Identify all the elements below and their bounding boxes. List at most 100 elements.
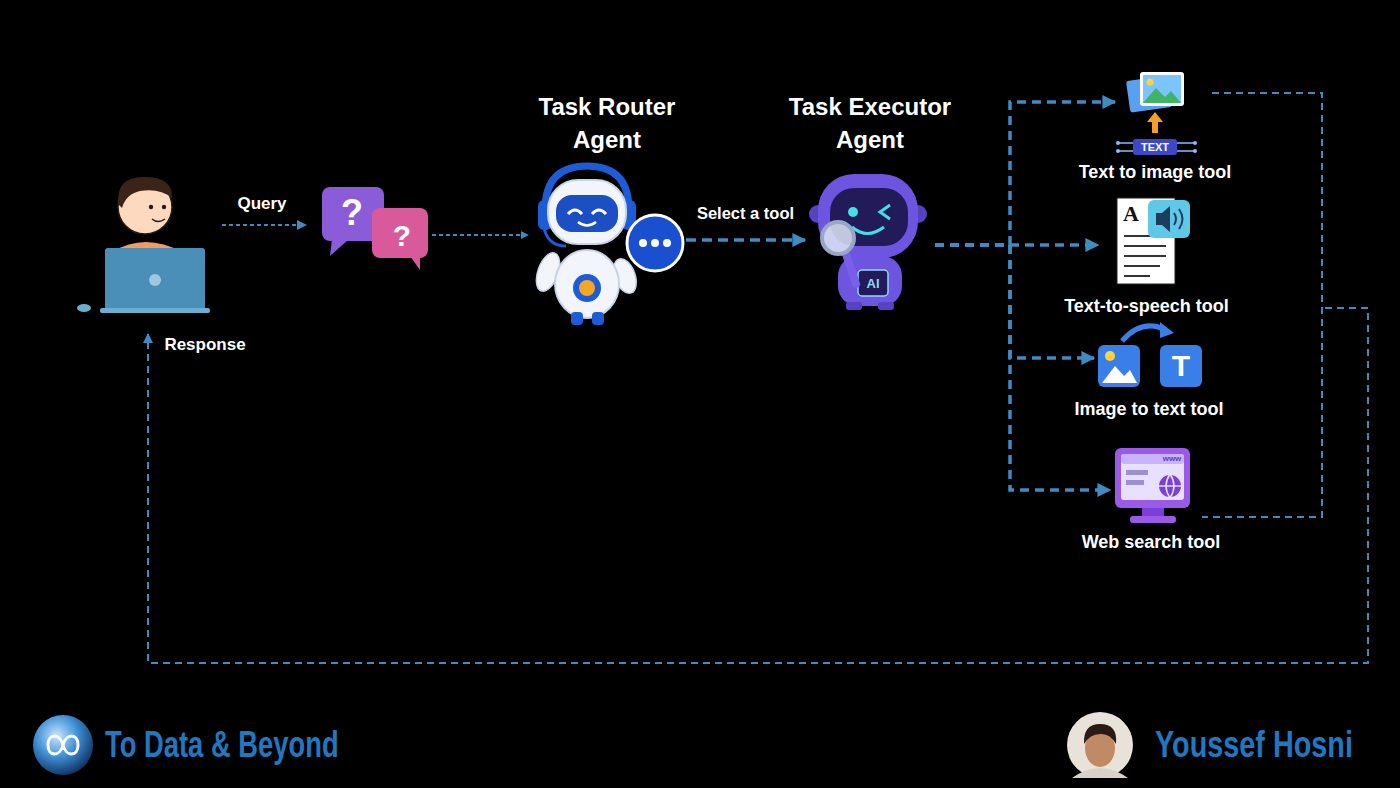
robot-eye: [568, 210, 582, 214]
icon-glyph: TEXT: [1141, 142, 1169, 153]
agent-title: Task Executor Agent: [780, 90, 960, 156]
question-bubble: [372, 208, 428, 258]
robot-visor: [556, 195, 618, 232]
flow-connector: [935, 102, 1115, 245]
circuit-dot: [1193, 149, 1197, 153]
user-eye: [162, 205, 166, 209]
document-page: [1117, 198, 1175, 284]
author-hair: [1084, 724, 1116, 744]
document-lines: [1124, 236, 1166, 276]
icon-glyph: AI: [867, 277, 880, 290]
convert-arrow-head: [1160, 322, 1174, 338]
agent-title: Task Router Agent: [517, 90, 697, 156]
speech-dot: [663, 239, 671, 247]
laptop-base: [100, 308, 210, 313]
robot-wink: [880, 205, 890, 219]
image-sun: [1147, 79, 1154, 86]
browser-bar: [1121, 454, 1184, 464]
tool-label: Web search tool: [1082, 531, 1221, 553]
ai-badge: [858, 270, 888, 296]
text-tile: [1160, 345, 1202, 387]
bubble-tail: [410, 255, 420, 270]
flow-connector: [686, 238, 805, 242]
tool-node: Web search tool: [1110, 446, 1192, 530]
speech-bubble: [627, 215, 683, 271]
robot-eye: [592, 210, 606, 214]
icon-glyph: www: [1163, 455, 1182, 463]
question-mark: ?: [341, 195, 363, 231]
icon-glyph: T: [1172, 351, 1190, 381]
infinity-symbol: [48, 736, 78, 754]
laptop-lid: [105, 248, 205, 310]
robot-leg: [571, 312, 583, 325]
image-frame: [1140, 72, 1184, 106]
flow-connector: [935, 243, 1098, 247]
author-name: Youssef Hosni: [1155, 727, 1353, 763]
tool-label: Image to text tool: [1074, 398, 1223, 420]
bubble-tail: [330, 239, 348, 256]
speaker-box: [1148, 200, 1190, 238]
robot-chest-light: [579, 280, 595, 296]
robot-leg: [878, 302, 894, 310]
tool-node: Image to text tool: [1094, 338, 1204, 390]
convert-arrow: [1122, 326, 1166, 341]
user-smile: [152, 219, 165, 222]
robot-head: [548, 180, 626, 244]
image-sky: [1143, 75, 1181, 103]
flow-label: Response: [164, 336, 245, 353]
question-mark: ?: [393, 221, 411, 251]
user-eye: [149, 205, 153, 209]
magnifier-lens: [822, 222, 854, 254]
image-tile: [1098, 345, 1140, 387]
tool-label: Text-to-speech tool: [1064, 295, 1229, 317]
monitor-base: [1130, 516, 1176, 523]
page-line: [1126, 470, 1148, 475]
monitor: [1115, 448, 1190, 508]
page-line: [1126, 480, 1144, 485]
edge-label: Select a tool: [697, 205, 794, 222]
circuit-dot: [1116, 141, 1120, 145]
flow-label: Query: [237, 195, 286, 212]
tool-node: Text to image tool: [1115, 72, 1195, 157]
robot-leg: [846, 302, 862, 310]
tool-label: Text to image tool: [1079, 161, 1232, 183]
sound-waves: [1174, 209, 1183, 229]
robot-leg: [592, 312, 604, 325]
flow-connector: [432, 234, 528, 236]
robot-head: [818, 174, 918, 258]
image-sun: [1105, 351, 1115, 361]
speech-dot: [639, 239, 647, 247]
flow-connector: [935, 245, 1110, 490]
icon-glyph: A: [1123, 203, 1139, 225]
robot-smile: [578, 222, 596, 226]
author-shirt: [1072, 768, 1128, 778]
author-avatar: [1067, 712, 1133, 778]
circuit-dot: [1193, 141, 1197, 145]
text-badge: [1133, 139, 1177, 155]
robot-body: [555, 250, 619, 318]
mouse: [77, 304, 91, 312]
response-arrow: [148, 308, 1368, 663]
robot-smile: [852, 227, 884, 234]
robot-mic: [544, 228, 566, 246]
query-arrow: [222, 224, 306, 226]
laptop-logo: [149, 274, 161, 286]
monitor-screen: [1121, 454, 1184, 500]
globe-lines: [1158, 474, 1182, 498]
speaker-symbol: [1156, 206, 1170, 232]
circuit-dot: [1116, 149, 1120, 153]
flow-connector: [935, 245, 1094, 358]
speech-dot: [651, 239, 659, 247]
brand-name: To Data & Beyond: [105, 727, 339, 763]
brand-logo: [33, 715, 93, 775]
magnifier-handle: [846, 254, 856, 284]
agent-node: Task Executor Agent: [805, 170, 935, 308]
robot-eye: [848, 207, 858, 217]
agent-node: Task Router Agent: [528, 172, 686, 327]
globe: [1158, 474, 1182, 498]
